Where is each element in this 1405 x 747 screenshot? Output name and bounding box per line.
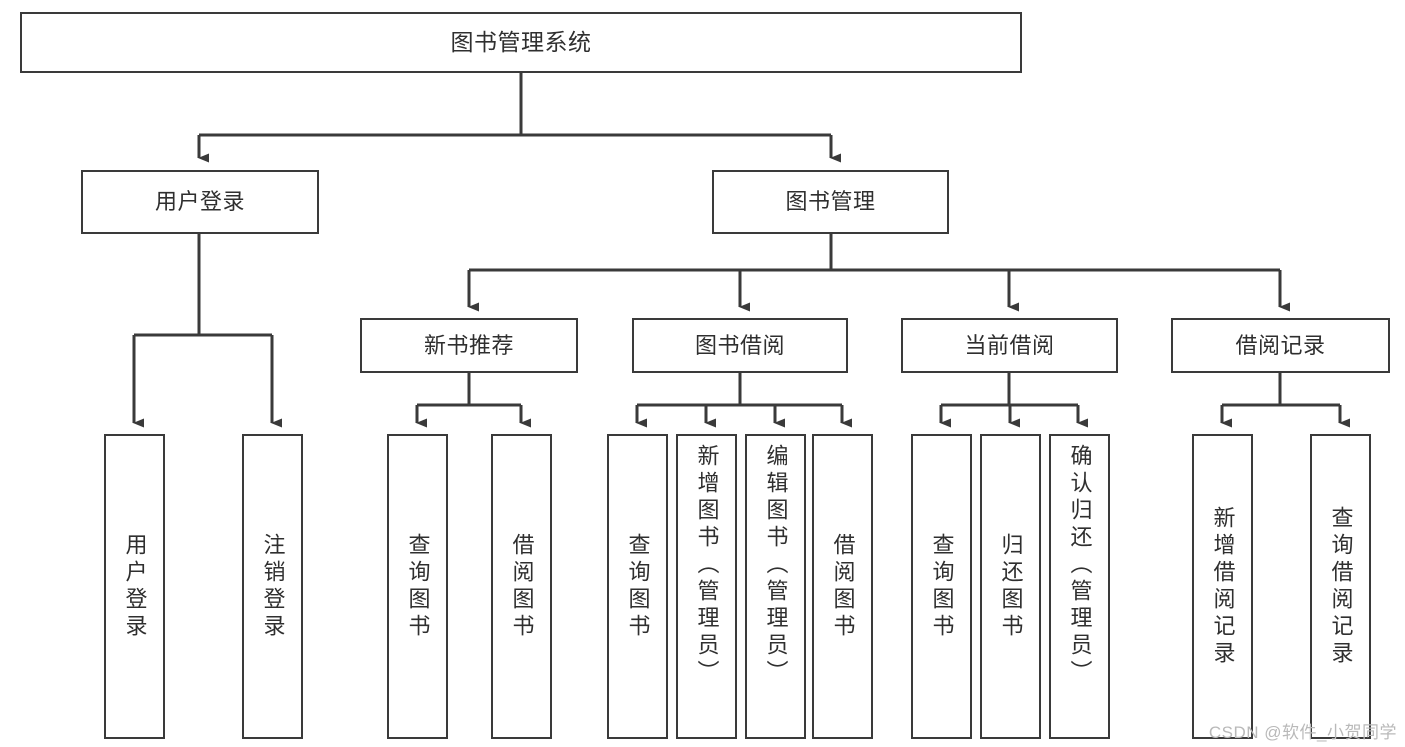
leaf-borrow-book-1[interactable]: 借阅图书 (491, 434, 552, 739)
node-user-login-label: 用户登录 (154, 189, 245, 215)
leaf-edit-book-label: 编辑图书（管理员） (763, 444, 789, 687)
leaf-add-record-label: 新增借阅记录 (1210, 505, 1236, 668)
node-new-book-rec[interactable]: 新书推荐 (360, 318, 578, 373)
node-current-borrow-label: 当前借阅 (964, 332, 1055, 358)
leaf-query-record-label: 查询借阅记录 (1328, 505, 1354, 668)
node-book-manage[interactable]: 图书管理 (712, 170, 949, 234)
leaf-confirm-return[interactable]: 确认归还（管理员） (1049, 434, 1110, 739)
leaf-edit-book[interactable]: 编辑图书（管理员） (745, 434, 806, 739)
leaf-borrow-book-1-label: 借阅图书 (509, 532, 535, 641)
leaf-logout[interactable]: 注销登录 (242, 434, 303, 739)
leaf-return-book[interactable]: 归还图书 (980, 434, 1041, 739)
leaf-add-record[interactable]: 新增借阅记录 (1192, 434, 1253, 739)
leaf-query-book-1[interactable]: 查询图书 (387, 434, 448, 739)
node-borrow-record-label: 借阅记录 (1235, 332, 1326, 358)
csdn-watermark: CSDN @软件_小贺同学 (1208, 723, 1397, 742)
node-root[interactable]: 图书管理系统 (20, 12, 1022, 73)
node-book-borrow[interactable]: 图书借阅 (632, 318, 848, 373)
leaf-query-book-2[interactable]: 查询图书 (607, 434, 668, 739)
node-user-login[interactable]: 用户登录 (81, 170, 319, 234)
node-current-borrow[interactable]: 当前借阅 (901, 318, 1118, 373)
leaf-borrow-book-2-label: 借阅图书 (830, 532, 856, 641)
leaf-query-book-3[interactable]: 查询图书 (911, 434, 972, 739)
leaf-add-book-label: 新增图书（管理员） (694, 444, 720, 687)
leaf-logout-label: 注销登录 (260, 532, 286, 641)
leaf-query-record[interactable]: 查询借阅记录 (1310, 434, 1371, 739)
leaf-confirm-return-label: 确认归还（管理员） (1067, 444, 1093, 687)
leaf-borrow-book-2[interactable]: 借阅图书 (812, 434, 873, 739)
leaf-return-book-label: 归还图书 (998, 532, 1024, 641)
leaf-user-login-label: 用户登录 (122, 532, 148, 641)
leaf-user-login[interactable]: 用户登录 (104, 434, 165, 739)
leaf-query-book-3-label: 查询图书 (929, 532, 955, 641)
leaf-query-book-2-label: 查询图书 (625, 532, 651, 641)
node-new-book-rec-label: 新书推荐 (423, 332, 514, 358)
node-book-borrow-label: 图书借阅 (694, 332, 785, 358)
leaf-add-book[interactable]: 新增图书（管理员） (676, 434, 737, 739)
node-borrow-record[interactable]: 借阅记录 (1171, 318, 1390, 373)
node-root-label: 图书管理系统 (450, 29, 592, 56)
node-book-manage-label: 图书管理 (785, 189, 876, 215)
leaf-query-book-1-label: 查询图书 (405, 532, 431, 641)
